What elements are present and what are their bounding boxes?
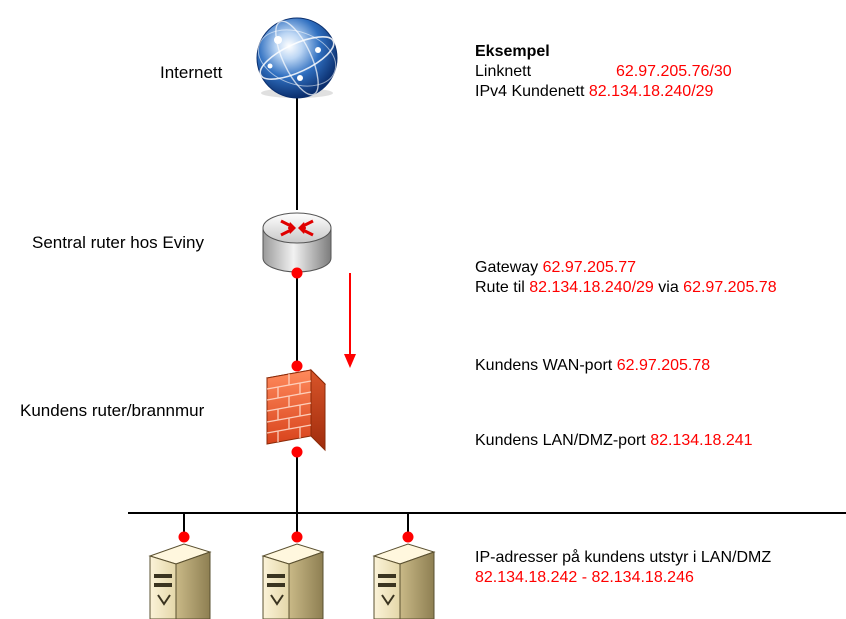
- gateway-label: Gateway: [475, 259, 539, 276]
- route-line: Rute til 82.134.18.240/29 via 62.97.205.…: [475, 278, 777, 297]
- lan-value: 82.134.18.241: [650, 432, 753, 449]
- globe-icon: [256, 17, 338, 99]
- port-dot-server-3: [402, 531, 414, 543]
- gateway-value: 62.97.205.77: [542, 259, 637, 276]
- port-dot-central-router: [291, 267, 303, 279]
- gateway-line: Gateway 62.97.205.77: [475, 258, 636, 277]
- customer-router-label: Kundens ruter/brannmur: [20, 401, 205, 420]
- flow-arrow: [344, 273, 356, 368]
- linknett-value: 62.97.205.76/30: [616, 63, 732, 80]
- server-icon: [261, 543, 325, 619]
- example-heading: Eksempel: [475, 43, 550, 60]
- ipv4-customer-net: IPv4 Kundenett 82.134.18.240/29: [475, 82, 713, 101]
- wan-value: 62.97.205.78: [616, 357, 711, 374]
- central-router-label: Sentral ruter hos Eviny: [32, 233, 204, 252]
- lan-label: Kundens LAN/DMZ-port: [475, 432, 646, 449]
- ipv4-label: IPv4 Kundenett: [475, 83, 585, 100]
- server-icon: [372, 543, 436, 619]
- route-network: 82.134.18.240/29: [529, 279, 654, 296]
- linknett-label: Linknett: [475, 63, 532, 80]
- wan-line: Kundens WAN-port 62.97.205.78: [475, 356, 710, 375]
- equipment-label: IP-adresser på kundens utstyr i LAN/DMZ: [475, 549, 772, 566]
- port-dot-server-2: [291, 531, 303, 543]
- server-icon: [148, 543, 212, 619]
- port-dot-server-1: [178, 531, 190, 543]
- route-prefix: Rute til: [475, 279, 525, 296]
- firewall-icon: [265, 368, 327, 452]
- router-icon: [262, 212, 332, 273]
- route-via: via: [658, 279, 679, 296]
- lan-line: Kundens LAN/DMZ-port 82.134.18.241: [475, 431, 753, 450]
- ipv4-value: 82.134.18.240/29: [588, 83, 714, 100]
- wan-label: Kundens WAN-port: [475, 357, 613, 374]
- port-dot-firewall-lan: [291, 446, 303, 458]
- port-dot-firewall-wan: [291, 360, 303, 372]
- route-next-hop: 62.97.205.78: [683, 279, 777, 296]
- equipment-range: 82.134.18.242 - 82.134.18.246: [475, 569, 694, 586]
- internet-label: Internett: [160, 63, 223, 82]
